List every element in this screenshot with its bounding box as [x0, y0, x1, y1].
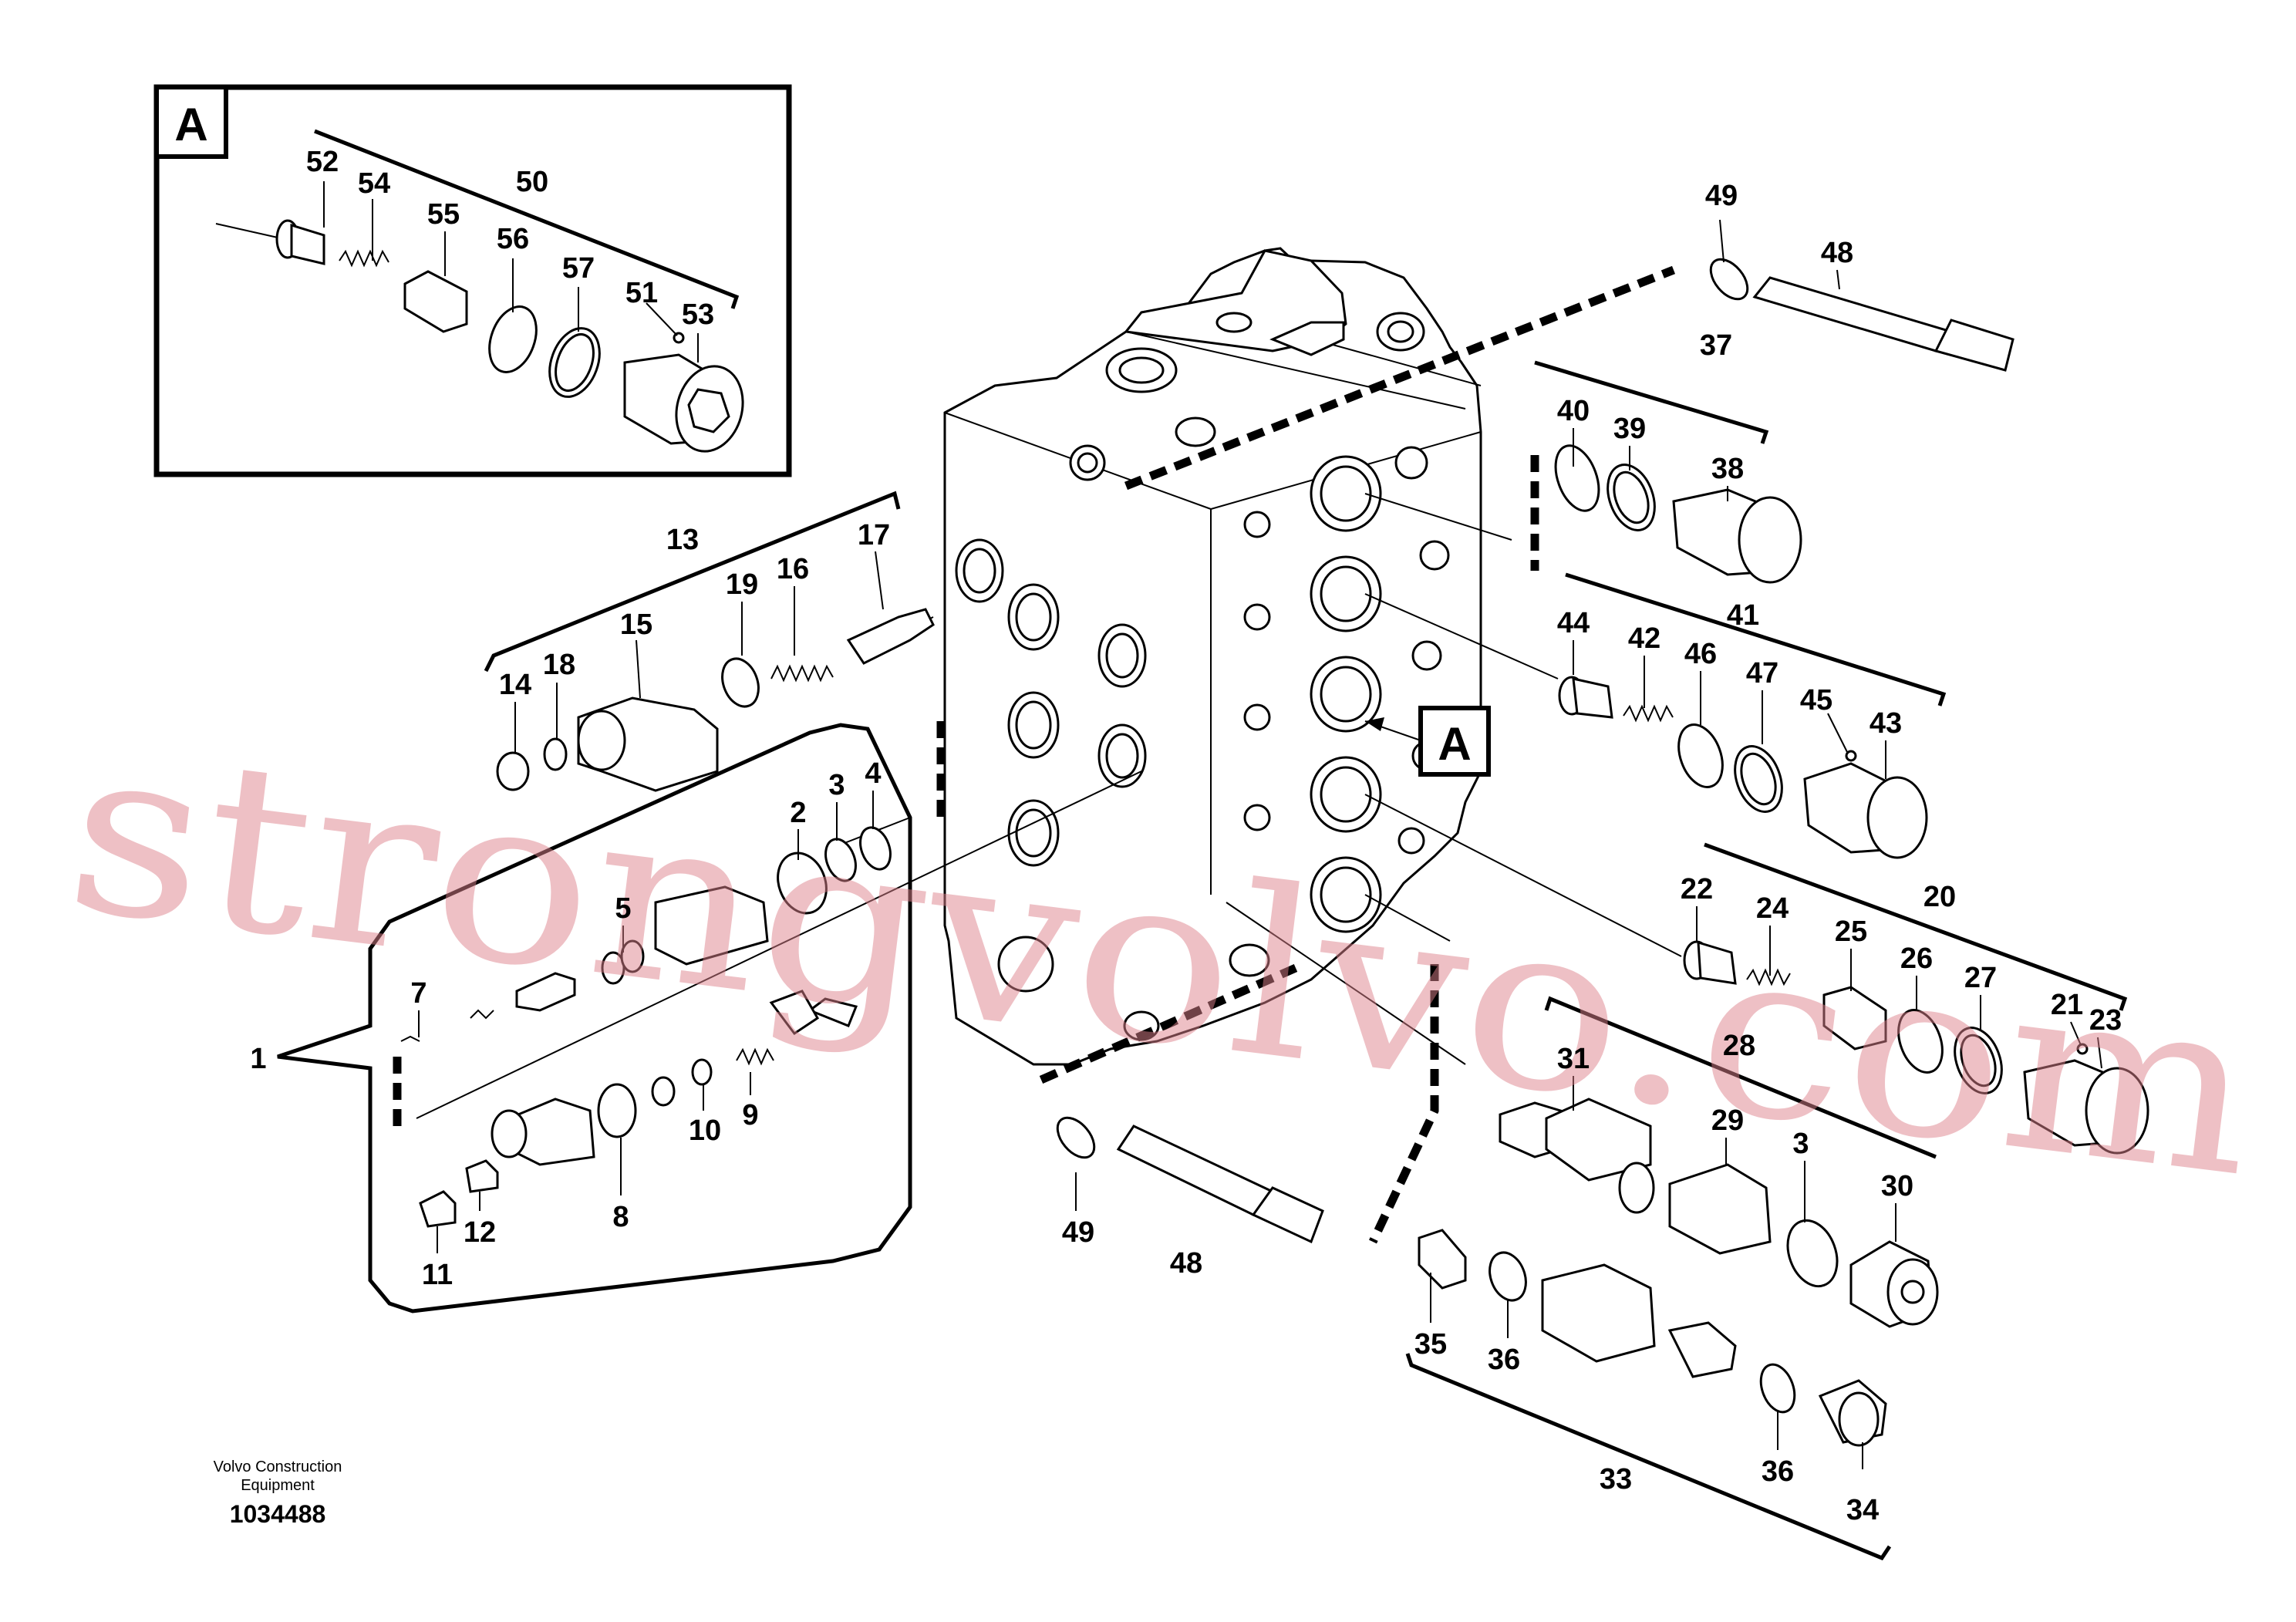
callout-11: 11 [422, 1259, 453, 1291]
callout-7: 7 [410, 977, 426, 1010]
callout-16: 16 [777, 553, 809, 585]
callout-10: 10 [689, 1114, 721, 1147]
callout-27: 27 [1964, 962, 1997, 994]
part-52 [275, 219, 325, 265]
callout-47: 47 [1746, 657, 1778, 690]
callout-24: 24 [1756, 892, 1789, 925]
callout-48-top: 48 [1821, 237, 1853, 269]
callout-36-right: 36 [1762, 1455, 1794, 1488]
part-53-plug [623, 353, 744, 453]
callout-41: 41 [1727, 599, 1759, 632]
callout-56: 56 [497, 223, 529, 255]
group-28 [1499, 996, 1939, 1328]
callout-17: 17 [858, 519, 890, 551]
callout-15: 15 [620, 609, 652, 641]
callout-49-top: 49 [1705, 180, 1738, 212]
footer-company: Volvo Construction Equipment [185, 1458, 370, 1495]
callout-1: 1 [250, 1043, 266, 1075]
footer-company-line2: Equipment [241, 1477, 315, 1494]
group-37 [1534, 360, 1802, 584]
bolt-group-top [1709, 219, 2014, 372]
callout-46: 46 [1684, 638, 1717, 670]
callout-44: 44 [1557, 607, 1590, 639]
valve-body: A [943, 247, 1491, 1066]
detail-a-marker-box [154, 85, 228, 159]
group-41 [1558, 572, 1947, 859]
callout-19: 19 [726, 568, 758, 601]
footer-company-line1: Volvo Construction [213, 1458, 342, 1475]
callout-51: 51 [625, 277, 658, 309]
callout-12: 12 [464, 1216, 496, 1249]
detail-a-reference-box [1418, 706, 1491, 777]
callout-5: 5 [615, 892, 631, 925]
group-33 [1405, 1229, 1892, 1561]
callout-30: 30 [1881, 1170, 1913, 1202]
callout-49-bottom: 49 [1062, 1216, 1094, 1249]
callout-48-bottom: 48 [1170, 1247, 1202, 1280]
axis-lines [416, 493, 1682, 1119]
part-54-spring [339, 249, 389, 268]
callout-8: 8 [612, 1201, 629, 1233]
callout-55: 55 [427, 198, 460, 231]
callout-21: 21 [2051, 989, 2083, 1021]
part-55 [403, 270, 468, 333]
callout-54: 54 [358, 167, 390, 200]
callout-28: 28 [1723, 1030, 1755, 1062]
callout-3-right: 3 [1792, 1128, 1809, 1160]
callout-3: 3 [828, 769, 845, 801]
callout-2: 2 [790, 797, 806, 829]
callout-57: 57 [562, 252, 595, 285]
callout-39: 39 [1613, 413, 1646, 445]
callout-29: 29 [1711, 1104, 1744, 1137]
callout-4: 4 [865, 757, 881, 790]
callout-18: 18 [543, 649, 575, 681]
callout-34: 34 [1846, 1494, 1879, 1526]
detail-a-reference-label: A [1438, 718, 1471, 770]
group-1 [277, 723, 912, 1313]
callout-26: 26 [1900, 943, 1933, 975]
callout-40: 40 [1557, 395, 1590, 427]
callout-20: 20 [1923, 881, 1956, 913]
group-13 [484, 491, 935, 792]
dashed-leaders [393, 265, 1676, 1244]
callout-45: 45 [1800, 684, 1832, 717]
callout-23: 23 [2089, 1004, 2122, 1037]
callout-42: 42 [1628, 622, 1660, 655]
left-face-ports [955, 538, 1270, 1041]
callout-25: 25 [1835, 916, 1867, 948]
detail-a-marker-label: A [174, 99, 207, 150]
detail-a-inset: A [153, 84, 792, 477]
callout-13: 13 [666, 524, 699, 556]
right-face-ports [1243, 446, 1450, 933]
callout-50: 50 [516, 166, 548, 198]
bolt-group-bottom [1056, 1116, 1324, 1244]
callout-31: 31 [1557, 1043, 1590, 1075]
callout-14: 14 [499, 669, 531, 701]
callout-35: 35 [1414, 1328, 1447, 1361]
part-56-oring [488, 305, 538, 373]
callout-9: 9 [742, 1099, 758, 1131]
callout-labels: 52 54 50 55 56 57 51 53 49 48 37 40 39 3… [250, 146, 2122, 1526]
callout-52: 52 [306, 146, 339, 178]
callout-37: 37 [1700, 329, 1732, 362]
callout-43: 43 [1870, 707, 1902, 740]
callout-38: 38 [1711, 453, 1744, 485]
callout-53: 53 [682, 298, 714, 331]
callout-22: 22 [1681, 873, 1713, 905]
footer-figure-number: 1034488 [229, 1500, 326, 1528]
group-20 [1683, 842, 2149, 1155]
callout-36-left: 36 [1488, 1344, 1520, 1376]
callout-33: 33 [1600, 1463, 1632, 1496]
